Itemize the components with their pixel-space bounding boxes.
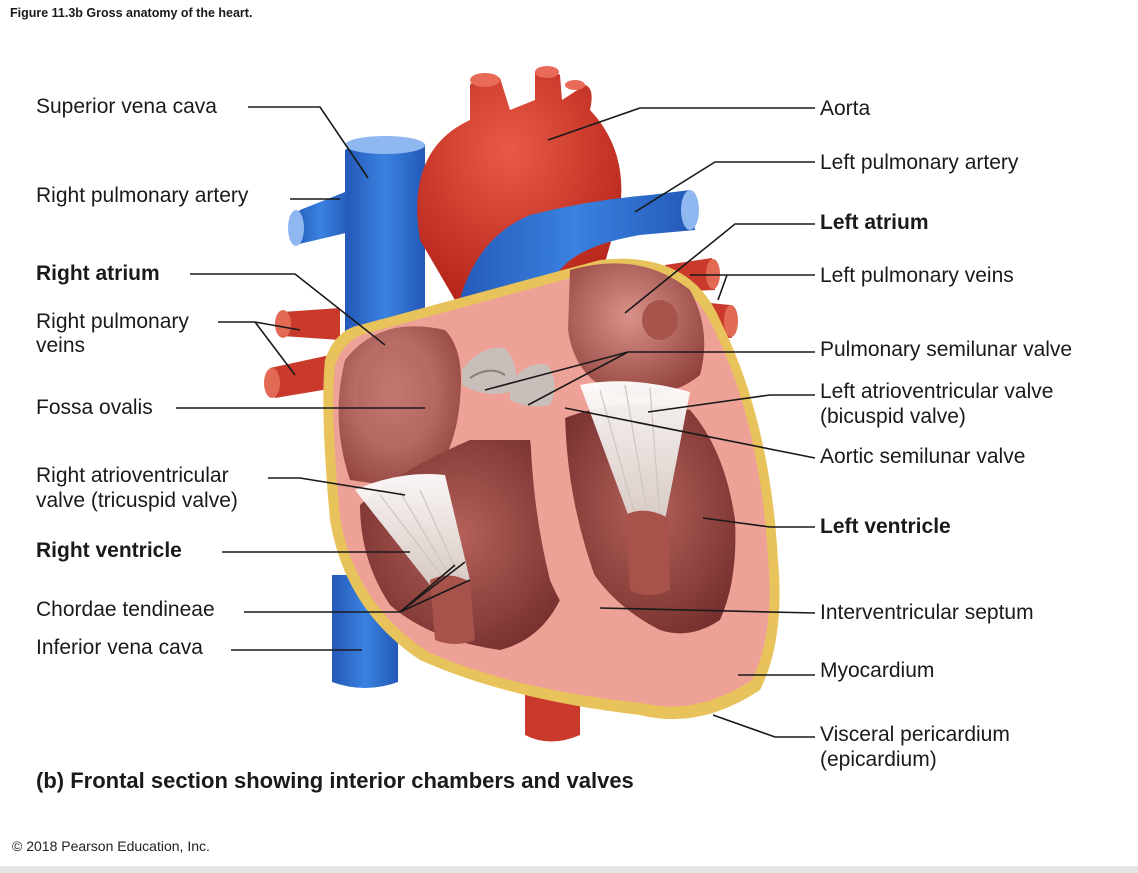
label-left-pulmonary-artery: Left pulmonary artery [820, 151, 1019, 174]
label-left-ventricle: Left ventricle [820, 515, 951, 538]
tricuspid-valve-chordae [355, 474, 470, 587]
label-chordae-tendineae: Chordae tendineae [36, 598, 215, 621]
label-right-pulmonary-artery: Right pulmonary artery [36, 184, 249, 207]
superior-vena-cava-vessel [345, 137, 425, 345]
label-inferior-vena-cava: Inferior vena cava [36, 636, 203, 659]
figure-caption: (b) Frontal section showing interior cha… [36, 768, 634, 793]
right-pulmonary-vein-lower [270, 355, 335, 398]
label-interventricular-septum: Interventricular septum [820, 601, 1034, 624]
label-superior-vena-cava: Superior vena cava [36, 95, 217, 118]
label-left-av-valve-line2: (bicuspid valve) [820, 405, 966, 428]
label-right-atrium: Right atrium [36, 262, 160, 285]
label-fossa-ovalis: Fossa ovalis [36, 396, 153, 419]
label-pulmonary-semilunar-valve: Pulmonary semilunar valve [820, 338, 1073, 361]
label-right-av-valve-line1: Right atrioventricular [36, 464, 229, 487]
label-left-atrium: Left atrium [820, 211, 929, 234]
label-myocardium: Myocardium [820, 659, 935, 682]
label-right-pulmonary-veins-line2: veins [36, 334, 86, 357]
leader-lines [176, 106, 816, 738]
figure-title: Figure 11.3b Gross anatomy of the heart. [10, 6, 253, 20]
label-right-ventricle: Right ventricle [36, 539, 182, 562]
label-right-pulmonary-veins-line1: Right pulmonary [36, 310, 189, 333]
interventricular-septum-wall [530, 405, 690, 690]
copyright-notice: © 2018 Pearson Education, Inc. [12, 838, 210, 854]
bottom-divider [0, 866, 1138, 873]
label-visceral-pericardium-line2: (epicardium) [820, 748, 937, 771]
right-pulmonary-vein-upper [282, 308, 340, 340]
label-aortic-semilunar-valve: Aortic semilunar valve [820, 445, 1026, 468]
label-left-pulmonary-veins: Left pulmonary veins [820, 264, 1014, 287]
label-visceral-pericardium-line1: Visceral pericardium [820, 723, 1010, 746]
label-aorta: Aorta [820, 97, 871, 120]
left-atrium-chamber [568, 263, 705, 396]
label-right-av-valve-line2: valve (tricuspid valve) [36, 489, 238, 512]
right-pulmonary-artery-vessel [291, 190, 350, 245]
label-left-av-valve-line1: Left atrioventricular valve [820, 380, 1054, 403]
